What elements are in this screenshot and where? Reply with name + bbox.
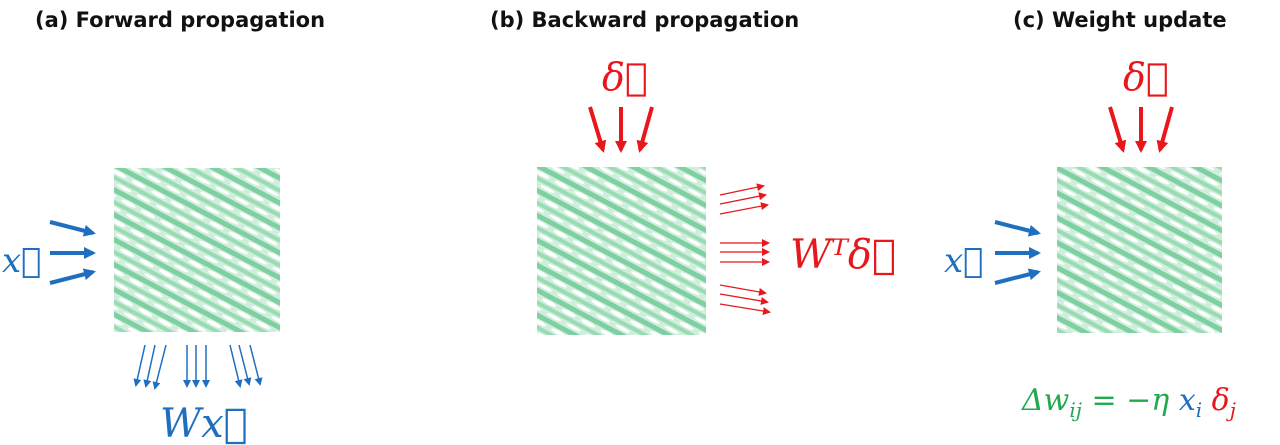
input-vector-label: x⃗ [944,241,984,281]
arrow-icon [49,220,96,237]
input-vector-label: x⃗ [2,241,42,281]
error-vector-label: δ⃗ [1123,55,1169,99]
output-label: Wᵀδ⃗ [790,232,896,278]
weight-update-equation: Δwij = −η xi δj [1021,383,1236,422]
panel-title: (a) Forward propagation [35,8,325,32]
output-arrows [133,344,263,390]
panel-title: (b) Backward propagation [490,8,799,32]
panel-forward-propagation: (a) Forward propagation x⃗ Wx⃗ [2,8,325,445]
weight-matrix [114,168,280,332]
weight-matrix [537,167,706,335]
output-arrows [719,183,771,315]
input-arrows [49,220,96,285]
input-arrows [588,106,654,153]
arrow-icon [49,268,96,285]
left-arrows [994,220,1041,285]
panel-backward-propagation: (b) Backward propagation δ⃗ Wᵀδ⃗ [490,8,896,335]
panel-weight-update: (c) Weight update δ⃗ x⃗ Δwij = −η xi δj [944,8,1236,422]
output-label: Wx⃗ [160,401,248,445]
panel-title: (c) Weight update [1013,8,1227,32]
top-arrows [1108,106,1174,153]
error-vector-label: δ⃗ [602,55,648,99]
weight-matrix [1057,167,1222,333]
